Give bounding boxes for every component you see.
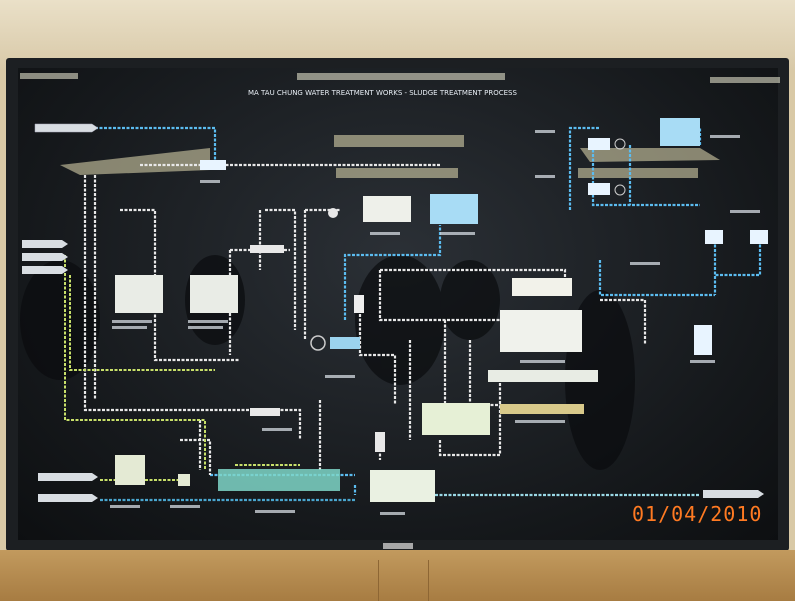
small-tank xyxy=(750,230,768,244)
light-reflection xyxy=(578,168,698,178)
water-pipe xyxy=(568,126,600,210)
text-mark xyxy=(112,326,147,329)
thickener-tank xyxy=(422,403,490,435)
chemical-label xyxy=(22,240,68,248)
text-mark xyxy=(370,232,400,235)
sludge-pump xyxy=(250,245,284,253)
silhouette xyxy=(565,290,635,470)
silhouette xyxy=(440,260,500,340)
discharge-label xyxy=(703,490,764,498)
text-mark xyxy=(188,326,223,329)
chemical-lines xyxy=(64,255,300,481)
text-mark xyxy=(520,360,565,363)
text-mark xyxy=(188,320,228,323)
feeder xyxy=(178,474,190,486)
sludge-pipe xyxy=(438,380,502,457)
text-mark xyxy=(200,180,220,183)
balancing-tank-1 xyxy=(115,275,163,313)
conveyor xyxy=(488,370,598,382)
wooden-ledge xyxy=(0,550,795,601)
inlet-chamber xyxy=(200,160,226,170)
text-mark xyxy=(710,135,740,138)
supernatant-tank xyxy=(430,194,478,224)
text-mark xyxy=(535,130,555,133)
holding-tank xyxy=(363,196,411,222)
transfer-pump xyxy=(250,408,280,416)
text-mark xyxy=(255,510,295,513)
light-reflection xyxy=(334,135,464,147)
light-reflections xyxy=(20,73,780,178)
supply-label xyxy=(38,473,98,481)
sludge-cake-hopper xyxy=(500,404,584,414)
sludge-pipe xyxy=(180,438,212,475)
pump-icon xyxy=(328,208,338,218)
reservoir-1 xyxy=(588,138,610,150)
unreadable-text-marks xyxy=(110,130,760,515)
storage-tank xyxy=(370,470,435,502)
text-mark xyxy=(730,210,760,213)
mixing-chamber xyxy=(330,337,360,349)
chemical-pipe xyxy=(69,275,215,371)
text-mark xyxy=(112,320,152,323)
pump-icon xyxy=(614,138,626,150)
text-mark xyxy=(535,175,555,178)
light-reflection xyxy=(297,73,505,80)
clear-water-tank xyxy=(660,118,700,146)
chemical-label xyxy=(22,253,68,261)
sludge-pipe xyxy=(83,175,260,412)
text-mark xyxy=(170,505,200,508)
polymer-dosing-unit xyxy=(512,278,572,296)
water-pipe xyxy=(713,240,762,295)
dosing-vessel xyxy=(375,432,385,452)
water-pipe xyxy=(95,126,217,165)
ledge-seam xyxy=(378,560,379,601)
text-mark xyxy=(380,512,405,515)
text-mark xyxy=(690,360,715,363)
text-mark xyxy=(110,505,140,508)
water-pipe xyxy=(598,260,715,297)
lime-silo xyxy=(115,455,145,485)
pump-icon xyxy=(614,184,626,196)
sludge-pipe xyxy=(378,270,500,322)
small-tank xyxy=(705,230,723,244)
input-labels xyxy=(22,123,764,502)
text-mark xyxy=(325,375,355,378)
sludge-pipe xyxy=(600,298,647,345)
sludge-pipe xyxy=(303,208,340,340)
silhouette xyxy=(20,260,100,380)
light-reflection xyxy=(60,148,210,175)
date-stamp: 01/04/2010 xyxy=(632,502,763,526)
text-mark xyxy=(262,428,292,431)
chemical-pipe xyxy=(64,255,206,470)
frame-plaque xyxy=(383,543,413,549)
valve-icon xyxy=(310,335,326,351)
centrifuge xyxy=(500,310,582,352)
text-mark xyxy=(440,232,475,235)
inlet-label xyxy=(34,123,99,133)
dosing-vessel xyxy=(354,295,364,313)
light-reflection xyxy=(710,77,780,83)
diagram-title: MA TAU CHUNG WATER TREATMENT WORKS - SLU… xyxy=(248,89,517,97)
sludge-pipe xyxy=(265,208,297,330)
ledge-seam xyxy=(428,560,429,601)
light-reflection xyxy=(20,73,78,79)
chemical-label xyxy=(22,266,68,274)
light-reflection xyxy=(336,168,458,178)
text-mark xyxy=(630,262,660,265)
reservoir-2 xyxy=(588,183,610,195)
balancing-tank-2 xyxy=(190,275,238,313)
sludge-pipe xyxy=(358,305,397,405)
vertical-tank xyxy=(694,325,712,355)
text-mark xyxy=(515,420,565,423)
equipment xyxy=(115,118,768,502)
water-pipe xyxy=(343,225,442,320)
outlet-label xyxy=(38,494,98,502)
clarifier xyxy=(218,469,340,491)
light-reflection xyxy=(580,148,720,162)
